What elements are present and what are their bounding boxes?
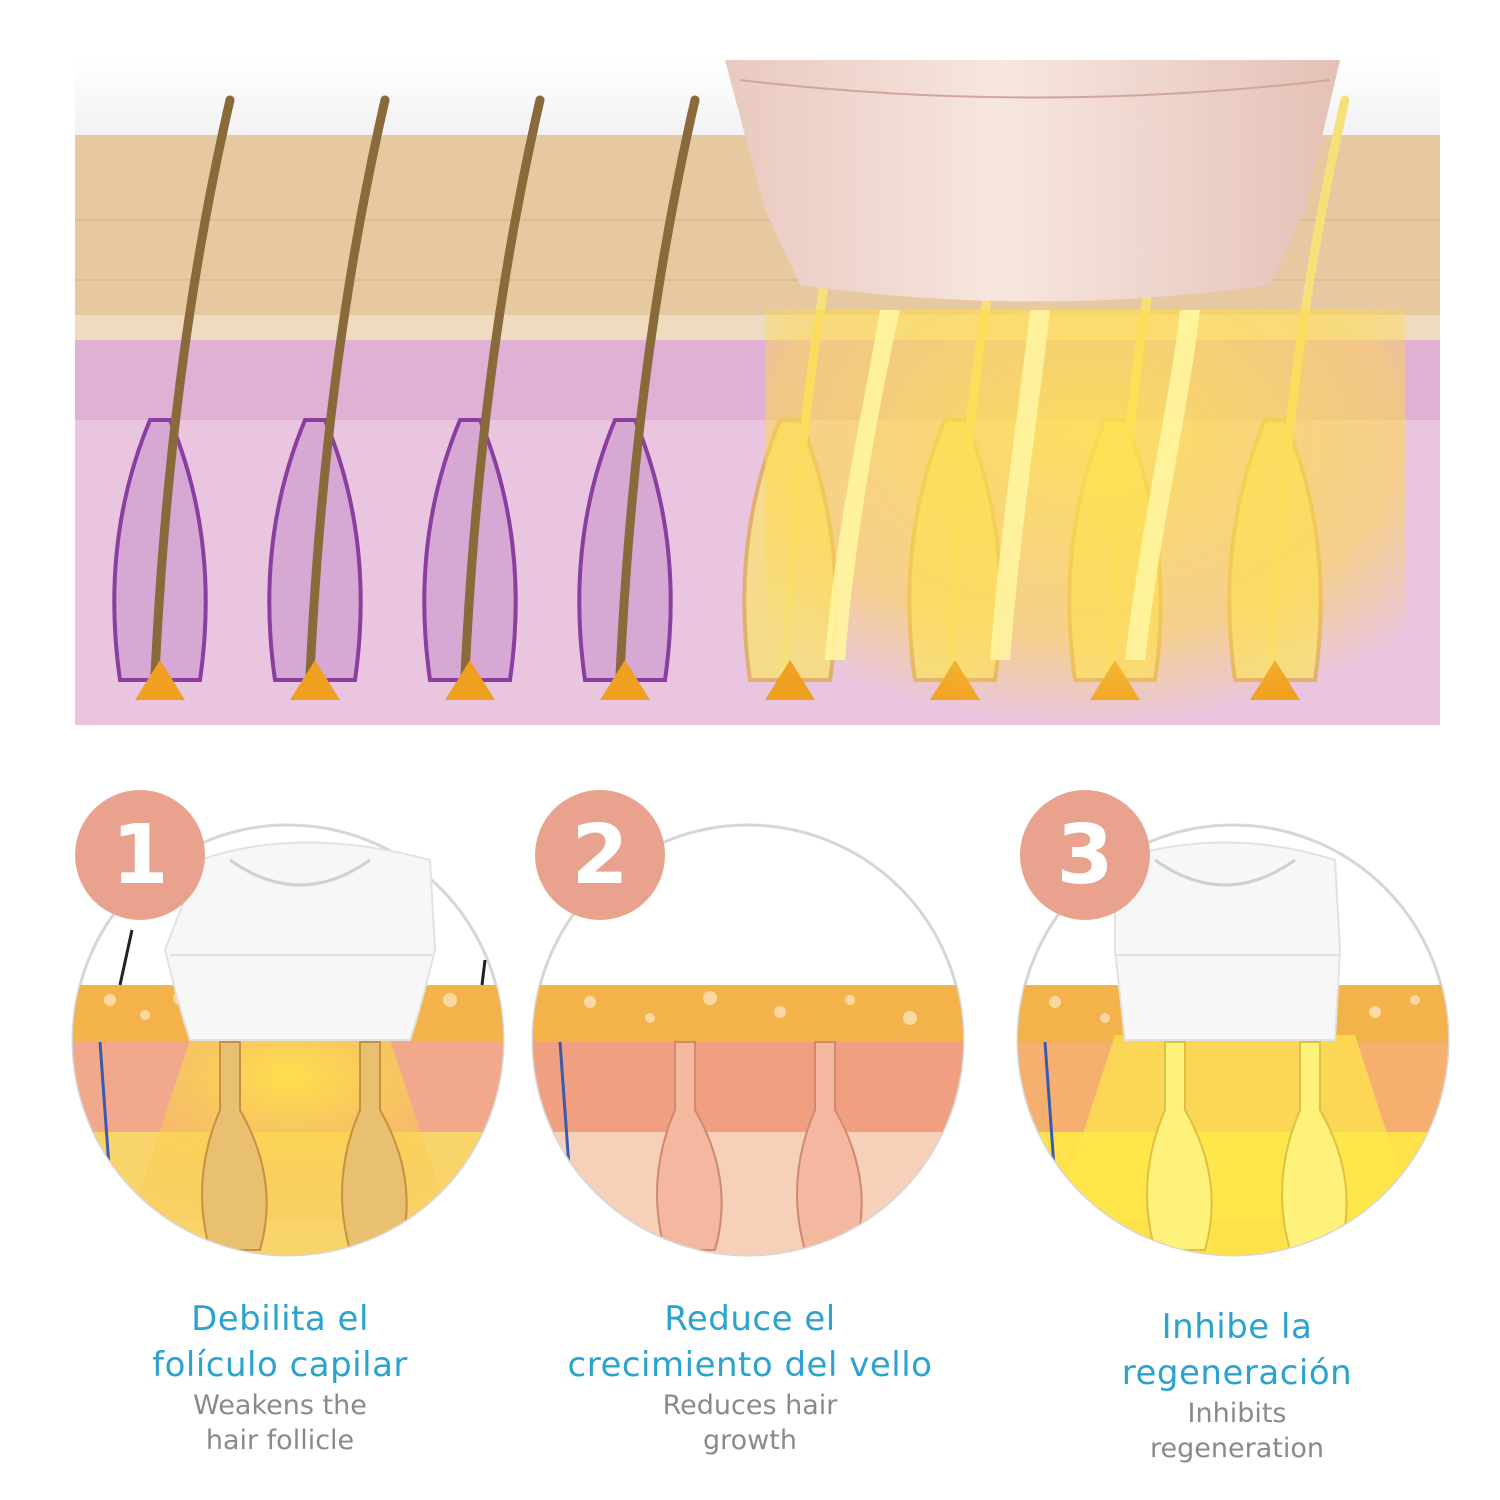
step-2-caption: Reduce el crecimiento del vello Reduces … <box>500 1296 1000 1458</box>
step-3-badge <box>1020 790 1150 920</box>
step-3-device <box>1114 841 1342 1041</box>
step-1-follicle-left <box>201 1041 268 1251</box>
step-1-caption: Debilita el folículo capilar Weakens the… <box>30 1296 530 1458</box>
step-1-device <box>163 841 437 1041</box>
step-2-fat-layer <box>533 1132 963 1255</box>
step-3-light <box>1055 1035 1415 1220</box>
step-1-badge <box>75 790 205 920</box>
follicle <box>422 95 545 700</box>
step-2-title-en-line2: growth <box>703 1425 797 1456</box>
step-1-title-en-line1: Weakens the <box>193 1390 367 1421</box>
step-1-title-es-line1: Debilita el <box>191 1299 369 1339</box>
skin-cross-section-illustration <box>75 60 1440 725</box>
step-3-follicle-left <box>1146 1041 1213 1251</box>
step-1-number: 1 <box>111 808 168 903</box>
follicle <box>267 95 390 700</box>
step-3-title-es-line1: Inhibe la <box>1161 1307 1313 1347</box>
step-1-illustration: 1 <box>71 790 505 1257</box>
step-2-illustration: 2 <box>531 790 965 1257</box>
step-3-number: 3 <box>1056 808 1113 903</box>
step-3-title-en-line1: Inhibits <box>1187 1398 1287 1429</box>
step-1-title-en-line2: hair follicle <box>205 1425 355 1456</box>
step-3-caption: Inhibe la regeneración Inhibits regenera… <box>987 1304 1487 1466</box>
step-2-badge <box>535 790 665 920</box>
step-2-title-es-line2: crecimiento del vello <box>567 1345 933 1385</box>
device-head <box>725 60 1340 302</box>
follicle <box>577 95 700 700</box>
step-1-title-es-line2: folículo capilar <box>152 1345 408 1385</box>
step-2-number: 2 <box>571 808 628 903</box>
step-2-title-es-line1: Reduce el <box>664 1299 836 1339</box>
step-3-title-en-line2: regeneration <box>1150 1433 1324 1464</box>
step-3-illustration: 3 <box>1016 790 1450 1257</box>
step-1-card: 1 <box>70 780 510 1280</box>
follicle <box>112 95 235 700</box>
step-2-dermis <box>533 1042 963 1132</box>
step-2-title-en-line1: Reduces hair <box>662 1390 838 1421</box>
step-3-card: 3 <box>1015 780 1455 1280</box>
step-2-card: 2 <box>530 780 970 1280</box>
step-1-hair-left <box>118 929 134 986</box>
step-1-hair-right <box>480 959 487 986</box>
light-beams <box>825 310 1200 660</box>
step-2-skin-surface <box>533 985 963 1045</box>
step-2-follicle-left <box>656 1041 723 1251</box>
step-3-title-es-line2: regeneración <box>1121 1353 1353 1393</box>
